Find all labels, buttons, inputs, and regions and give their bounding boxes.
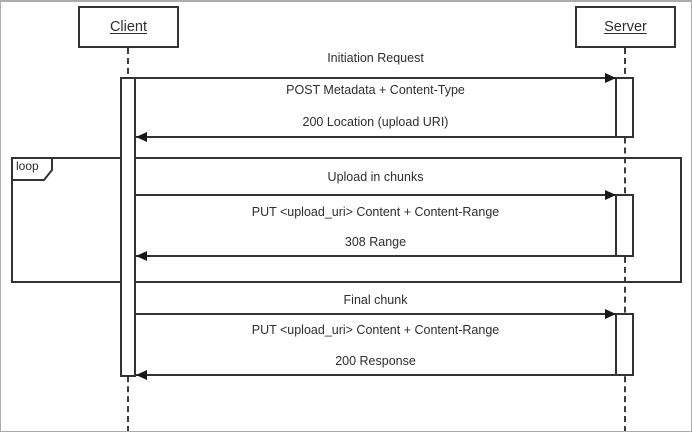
server-activation-bar-1 (615, 77, 634, 138)
loop-tab (11, 157, 53, 181)
server-actor-label: Server (604, 19, 647, 35)
request-message-label: PUT <upload_uri> Content + Content-Range (251, 323, 500, 337)
server-actor-box: Server (575, 6, 676, 48)
response-message-label: 200 Location (upload URI) (302, 115, 449, 129)
loop-fragment (11, 157, 682, 283)
section-header: Final chunk (343, 293, 408, 307)
loop-operator-label: loop (16, 159, 39, 173)
arrowhead-right-icon (605, 73, 616, 83)
server-activation-bar-2 (615, 194, 634, 257)
arrowhead-left-icon (136, 370, 147, 380)
arrowhead-left-icon (136, 132, 147, 142)
arrowhead-left-icon (136, 251, 147, 261)
request-message-label: PUT <upload_uri> Content + Content-Range (251, 205, 500, 219)
section-header: Upload in chunks (327, 170, 424, 184)
message-box-initiation (134, 77, 617, 138)
server-activation-bar-3 (615, 313, 634, 376)
client-actor-box: Client (78, 6, 179, 48)
client-actor-label: Client (109, 19, 148, 35)
response-message-label: 200 Response (335, 354, 416, 368)
client-activation-bar (120, 77, 136, 377)
section-header: Initiation Request (327, 51, 424, 65)
request-message-label: POST Metadata + Content-Type (286, 83, 465, 97)
arrowhead-right-icon (605, 309, 616, 319)
arrowhead-right-icon (605, 190, 616, 200)
response-message-label: 308 Range (344, 235, 407, 249)
